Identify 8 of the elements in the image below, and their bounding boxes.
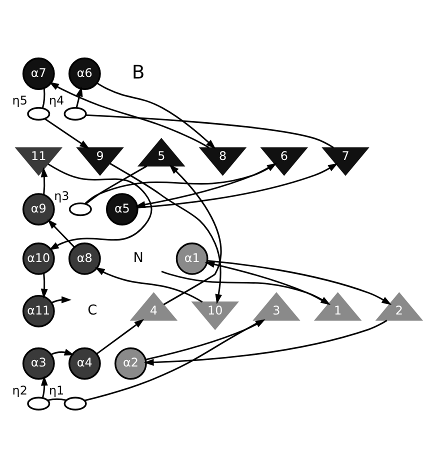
label: B [132,62,145,84]
node-label: η2 [12,382,28,397]
node-label: η1 [48,382,64,397]
node-text: C [88,302,98,318]
node-label: η4 [48,93,64,108]
node-text: N [133,249,144,266]
node-label: η5 [12,93,28,108]
node-label: η3 [54,188,70,203]
